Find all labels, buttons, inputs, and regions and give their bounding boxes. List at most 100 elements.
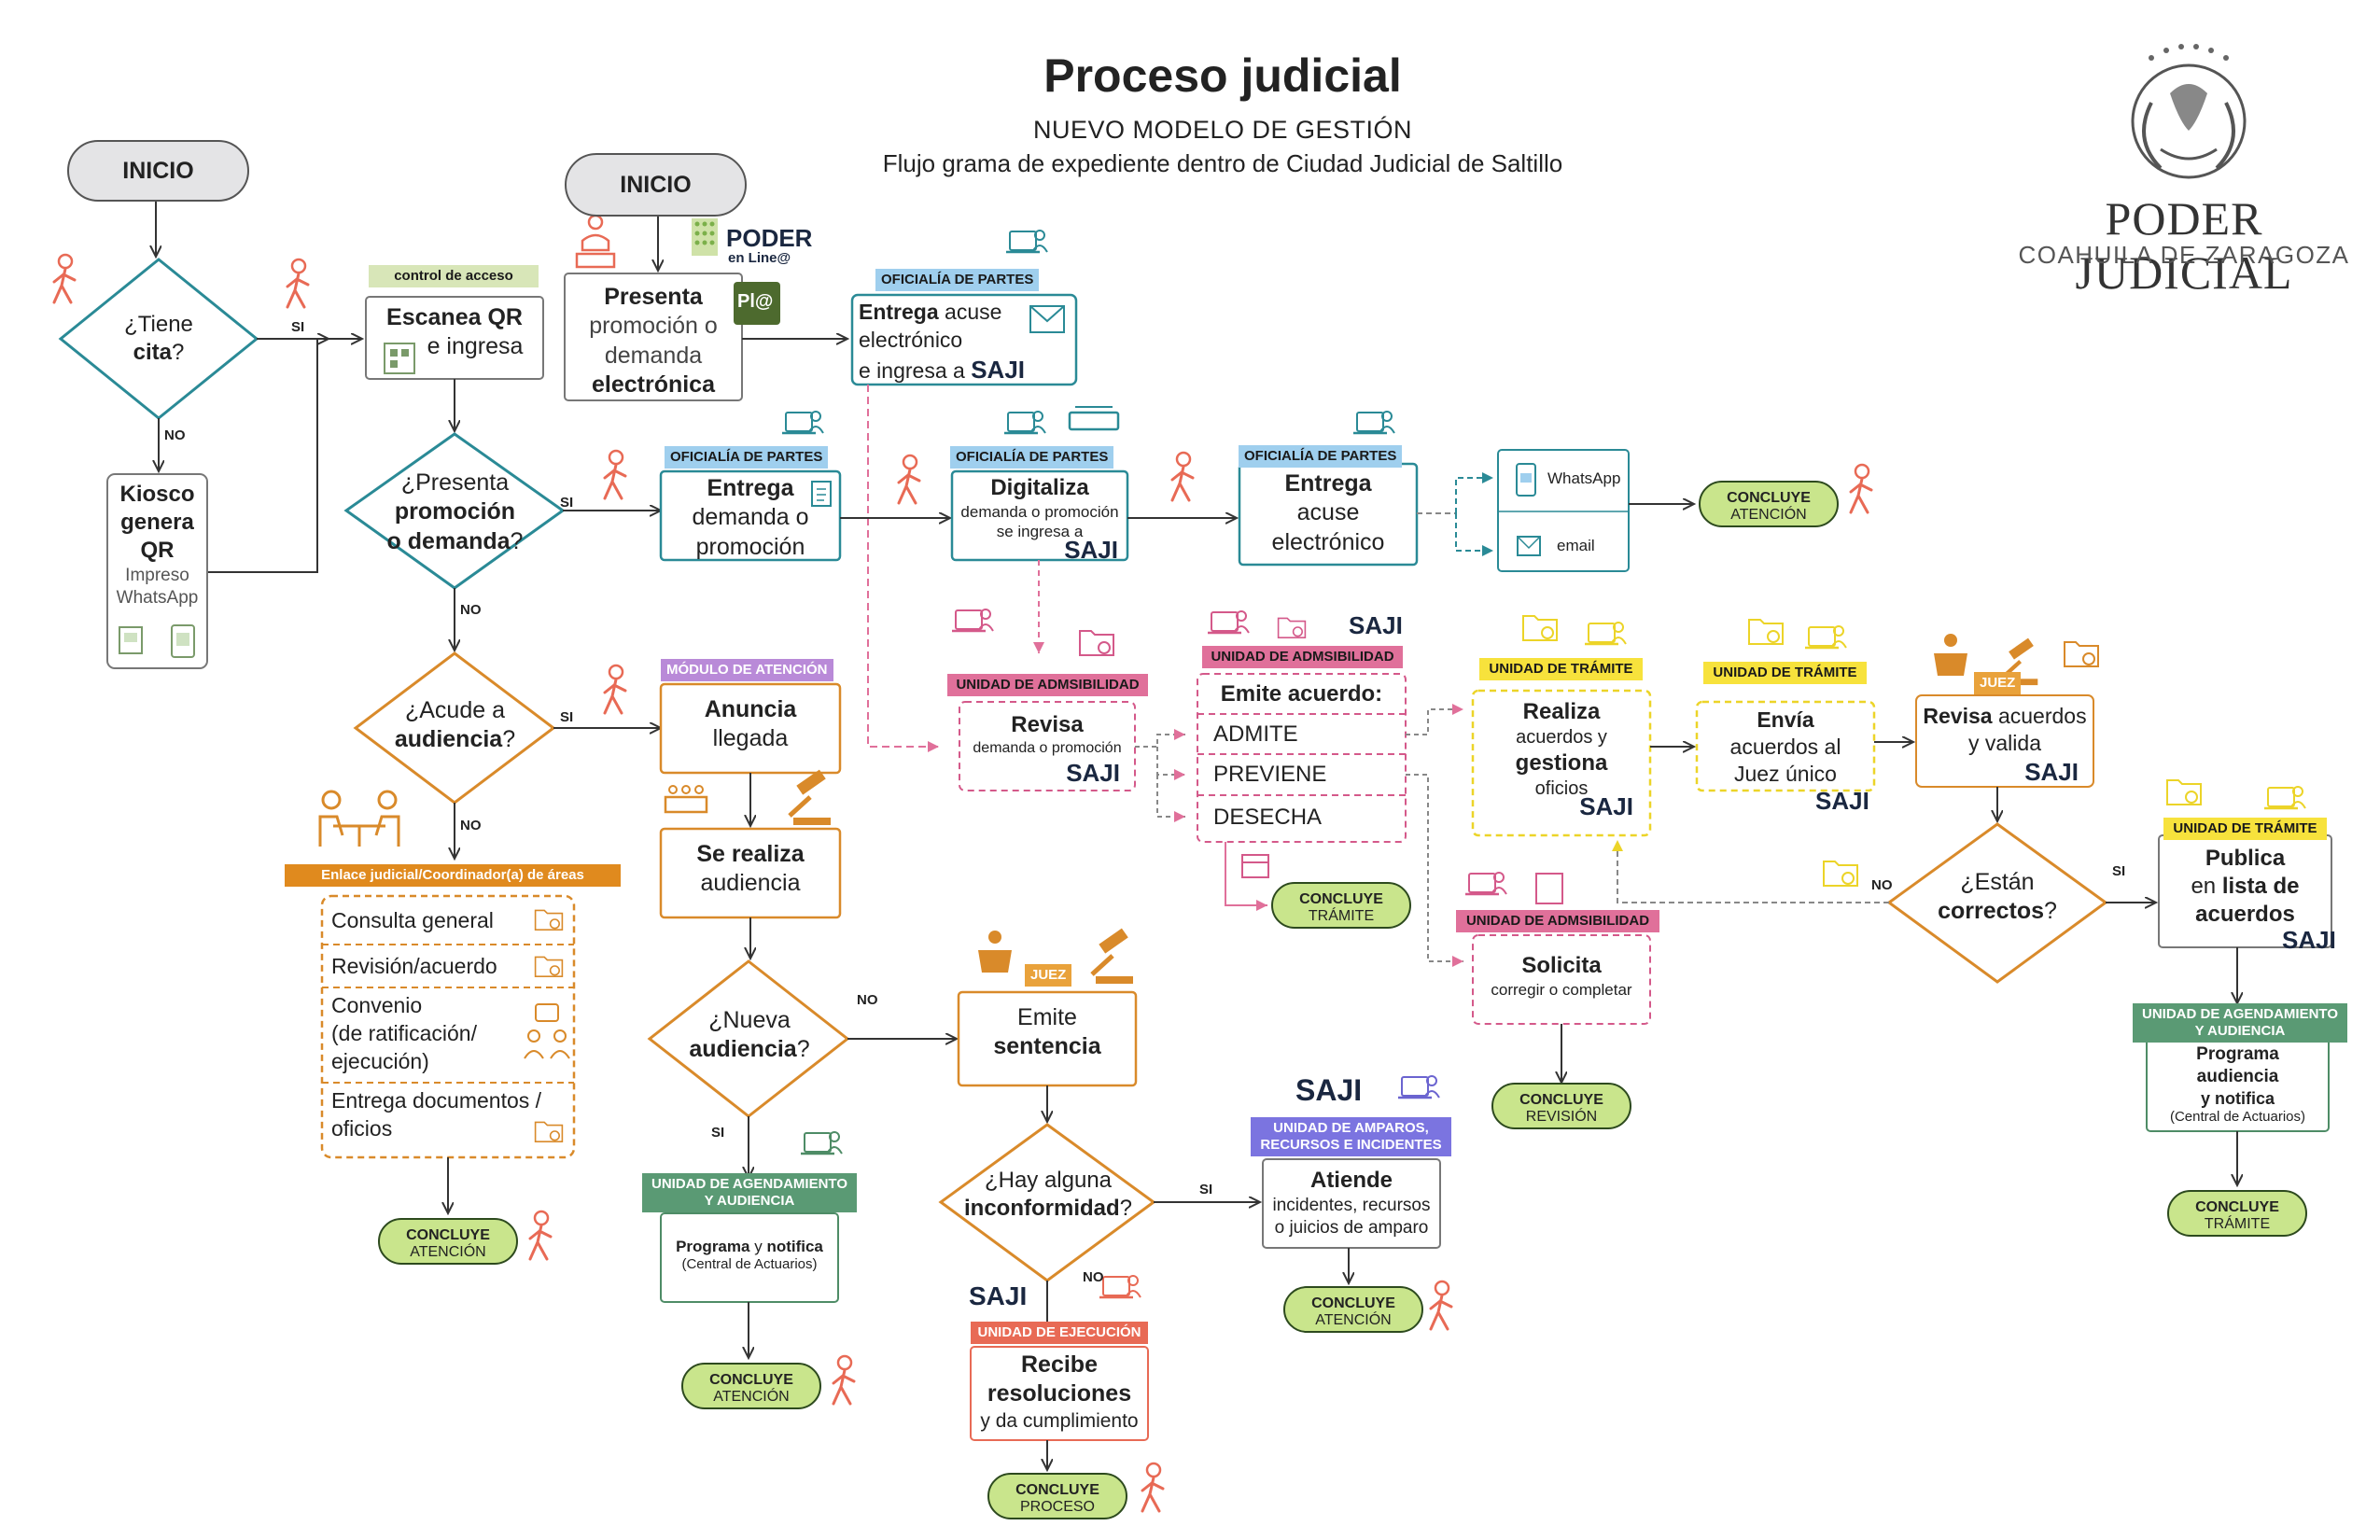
si-label: SI (291, 319, 305, 335)
page-subtitle: NUEVO MODELO DE GESTIÓN (1032, 116, 1413, 144)
document-edit-icon (811, 481, 832, 507)
poder-en-linea-sub: en Line@ (728, 250, 791, 266)
anuncia-label: Anuncia llegada (704, 696, 797, 752)
saji-logo: SAJI (969, 1281, 1028, 1310)
list-item-revision: Revisión/acuerdo (331, 954, 497, 978)
tramite-tag: UNIDAD DE TRÁMITE (1479, 658, 1643, 680)
kiosco-label: Kiosco genera QR Impreso WhatsApp (116, 482, 199, 608)
judge-podium-icon (978, 931, 1012, 973)
presenta-electronica-label: Presenta promoción o demanda electrónica (589, 284, 718, 398)
saji-logo: SAJI (1815, 787, 1869, 815)
start-node-1: INICIO (67, 140, 249, 202)
kiosk-icon (119, 626, 143, 654)
gear-folder-icon (2064, 641, 2099, 667)
nueva-audiencia-label: ¿Nueva audiencia? (689, 1007, 810, 1063)
qr-code-icon (384, 343, 415, 374)
email-label: email (1557, 537, 1595, 554)
phone-whatsapp-icon (1516, 463, 1536, 497)
revisa-acuerdos-label: Revisa acuerdos y valida SAJI (1923, 704, 2087, 786)
si-label: SI (711, 1125, 725, 1141)
laptop-user-icon (780, 410, 825, 435)
ejecucion-tag: UNIDAD DE EJECUCIÓN (971, 1322, 1148, 1344)
revisa-label: Revisa demanda o promoción SAJI (973, 712, 1122, 787)
se-realiza-label: Se realiza audiencia (696, 841, 805, 897)
laptop-user-icon (1004, 229, 1049, 254)
walking-person-icon (897, 454, 921, 505)
coat-of-arms-icon (2131, 44, 2247, 179)
gear-folder-icon (1079, 630, 1114, 656)
walking-person-icon (603, 449, 627, 500)
cake-people-icon (664, 785, 708, 814)
laptop-user-icon (1206, 609, 1251, 635)
admisibilidad-tag: UNIDAD DE ADMSIBILIDAD (947, 674, 1148, 696)
laptop-user-icon (1351, 410, 1396, 435)
walking-person-icon (1849, 463, 1873, 514)
laptop-user-icon (1583, 621, 1628, 646)
walking-person-icon (528, 1210, 553, 1261)
walking-person-icon (286, 258, 310, 309)
gavel-icon (1090, 928, 1133, 984)
email-icon (1517, 536, 1541, 556)
publica-label: Publica en lista de acuerdos (2191, 846, 2300, 927)
walking-person-icon (52, 253, 77, 304)
gavel-icon (788, 769, 831, 825)
page-description: Flujo grama de expediente dentro de Ciud… (882, 149, 1563, 177)
start-node-2: INICIO (565, 153, 747, 217)
amparos-tag: UNIDAD DE AMPAROS,RECURSOS E INCIDENTES (1251, 1117, 1451, 1156)
envia-label: Envía acuerdos al Juez único (1729, 707, 1841, 786)
handshake-people-icon (524, 1003, 570, 1059)
laptop-user-icon (1463, 871, 1508, 896)
laptop-user-icon (1098, 1274, 1142, 1299)
no-label: NO (164, 427, 186, 443)
acuse-label: Entrega acuse electrónico e ingresa a SA… (859, 300, 1026, 384)
option-admite: ADMITE (1213, 721, 1298, 747)
si-label: SI (2112, 863, 2126, 879)
laptop-user-icon (1002, 410, 1047, 435)
logo-name: PODER JUDICIAL (2075, 192, 2293, 299)
whatsapp-label: WhatsApp (1547, 469, 1621, 487)
walking-person-icon (1141, 1462, 1165, 1513)
walking-person-icon (1429, 1280, 1453, 1331)
presenta-label: ¿Presenta promoción o demanda? (386, 469, 524, 554)
oficialia-tag: OFICIALÍA DE PARTES (875, 269, 1040, 291)
document-calendar-icon (1241, 854, 1269, 878)
recibe-label: Recibe resoluciones y da cumplimiento (980, 1351, 1139, 1432)
juez-tag: JUEZ (1025, 964, 1072, 987)
oficialia-tag: OFICIALÍA DE PARTES (950, 446, 1114, 469)
gear-folder-icon (2166, 779, 2202, 805)
correctos-diamond (1886, 822, 2108, 984)
saji-logo: SAJI (1295, 1073, 1363, 1107)
digitaliza-label: Digitaliza demanda o promoción se ingres… (960, 475, 1119, 564)
no-label: NO (460, 818, 482, 833)
list-item-entrega-docs: Entrega documentos / oficios (331, 1088, 542, 1141)
modulo-atencion-tag: MÓDULO DE ATENCIÓN (661, 659, 833, 681)
gear-folder-icon (1748, 619, 1784, 645)
escanea-label: Escanea QR e ingresa (386, 304, 524, 360)
judge-podium-icon (1934, 634, 1967, 676)
pl-badge-icon (734, 282, 780, 325)
tramite-tag: UNIDAD DE TRÁMITE (1703, 662, 1867, 684)
no-label: NO (1083, 1269, 1104, 1285)
admisibilidad-tag: UNIDAD DE ADMSIBILIDAD (1202, 646, 1403, 668)
no-label: NO (1871, 877, 1893, 893)
entrega-demanda-label: Entrega demanda o promoción (692, 475, 809, 560)
gear-folder-icon (1522, 615, 1558, 641)
entrega-acuse-label: Entrega acuse electrónico (1271, 470, 1385, 555)
walking-person-icon (832, 1354, 856, 1406)
correctos-label: ¿Están correctos? (1938, 869, 2057, 925)
list-item-consulta: Consulta general (331, 908, 494, 932)
programa-audiencia-label: Programa audiencia y notifica (Central d… (2169, 1044, 2306, 1125)
oficialia-tag: OFICIALÍA DE PARTES (665, 446, 829, 469)
option-previene: PREVIENE (1213, 762, 1327, 787)
realiza-label: Realiza acuerdos y gestiona oficios SAJI (1515, 699, 1633, 820)
